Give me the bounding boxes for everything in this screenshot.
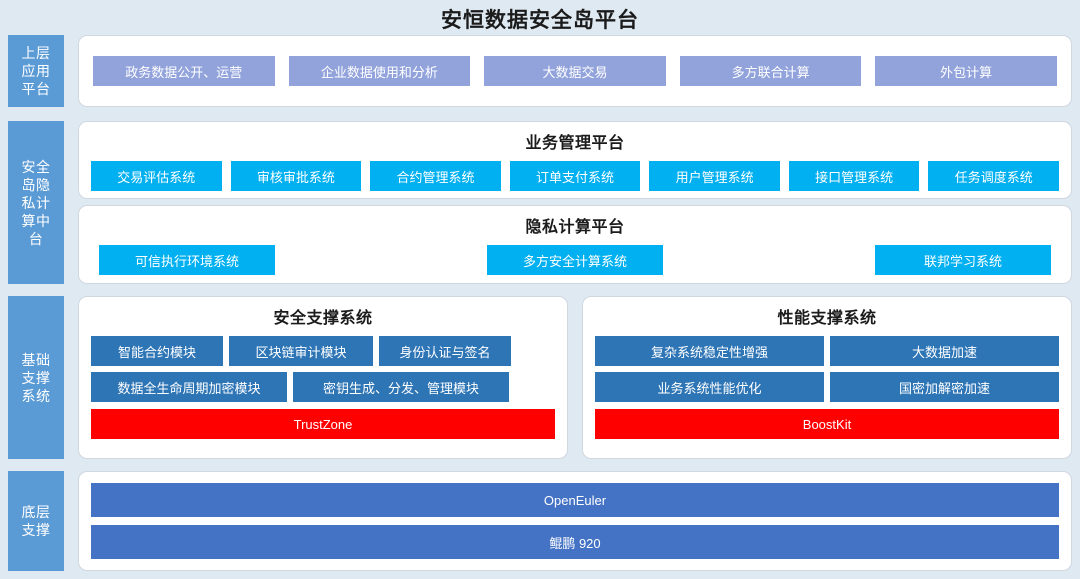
side-tab-bottom-line-2: 支撑	[21, 522, 51, 538]
layer-bottom-support: 底层 支撑 OpenEuler 鲲鹏 920	[8, 471, 1072, 571]
security-support-items: 智能合约模块 区块链审计模块 身份认证与签名 数据全生命周期加密模块 密钥生成、…	[91, 336, 555, 402]
bottom-item-kunpeng-920[interactable]: 鲲鹏 920	[91, 525, 1059, 559]
privacy-item-mpc[interactable]: 多方安全计算系统	[487, 245, 663, 275]
sec-item-smart-contract[interactable]: 智能合约模块	[91, 336, 223, 366]
app-item-multiparty-compute[interactable]: 多方联合计算	[679, 56, 862, 86]
privacy-item-federated-learning[interactable]: 联邦学习系统	[875, 245, 1051, 275]
perf-item-sm-crypto-acceleration[interactable]: 国密加解密加速	[830, 372, 1059, 402]
perf-item-bigdata-acceleration[interactable]: 大数据加速	[830, 336, 1059, 366]
biz-item-user-management[interactable]: 用户管理系统	[649, 161, 780, 191]
perf-item-system-stability[interactable]: 复杂系统稳定性增强	[595, 336, 824, 366]
bottom-item-openeuler[interactable]: OpenEuler	[91, 483, 1059, 517]
side-tab-application: 上层 应用 平台	[8, 35, 64, 107]
side-tab-middle-line-2: 岛隐	[21, 176, 51, 193]
privacy-computing-items: 可信执行环境系统 多方安全计算系统 联邦学习系统	[79, 245, 1071, 275]
biz-item-review-approval[interactable]: 审核审批系统	[230, 161, 362, 191]
side-tab-middle-platform: 安全 岛隐 私计 算中 台	[8, 121, 64, 284]
app-item-bigdata-trading[interactable]: 大数据交易	[484, 56, 666, 86]
side-tab-application-line-1: 上层	[21, 45, 51, 61]
sec-highlight-trustzone[interactable]: TrustZone	[91, 409, 555, 439]
performance-support-title: 性能支撑系统	[777, 310, 877, 327]
sec-item-lifecycle-encryption[interactable]: 数据全生命周期加密模块	[91, 372, 287, 402]
biz-item-task-scheduling[interactable]: 任务调度系统	[928, 161, 1060, 191]
side-tab-foundation: 基础 支撑 系统	[8, 296, 64, 459]
biz-item-trade-assessment[interactable]: 交易评估系统	[91, 161, 222, 191]
biz-item-order-payment[interactable]: 订单支付系统	[509, 161, 641, 191]
sec-item-identity-signature[interactable]: 身份认证与签名	[379, 336, 511, 366]
biz-item-contract-management[interactable]: 合约管理系统	[370, 161, 501, 191]
side-tab-middle-line-3: 私计	[21, 194, 51, 211]
app-item-government-data[interactable]: 政务数据公开、运营	[93, 56, 275, 86]
privacy-computing-title: 隐私计算平台	[525, 219, 625, 236]
biz-item-api-management[interactable]: 接口管理系统	[788, 161, 920, 191]
page-title: 安恒数据安全岛平台	[441, 9, 639, 32]
side-tab-application-line-2: 应用	[21, 63, 51, 79]
side-tab-foundation-line-3: 系统	[21, 387, 51, 404]
side-tab-foundation-line-2: 支撑	[21, 369, 51, 386]
layer-application: 上层 应用 平台 政务数据公开、运营 企业数据使用和分析 大数据交易 多方联合计…	[8, 35, 1072, 107]
application-items: 政务数据公开、运营 企业数据使用和分析 大数据交易 多方联合计算 外包计算	[93, 56, 1057, 86]
app-item-outsourced-compute[interactable]: 外包计算	[875, 56, 1057, 86]
side-tab-middle-line-1: 安全	[21, 158, 51, 175]
sec-item-blockchain-audit[interactable]: 区块链审计模块	[229, 336, 373, 366]
app-item-enterprise-data[interactable]: 企业数据使用和分析	[288, 56, 471, 86]
privacy-item-tee[interactable]: 可信执行环境系统	[99, 245, 275, 275]
layer-middle-platform: 安全 岛隐 私计 算中 台 业务管理平台 交易评估系统 审核审批系统 合约管理系…	[8, 121, 1072, 284]
perf-item-business-optimization[interactable]: 业务系统性能优化	[595, 372, 824, 402]
performance-support-items: 复杂系统稳定性增强 大数据加速 业务系统性能优化 国密加解密加速	[595, 336, 1059, 402]
perf-highlight-boostkit[interactable]: BoostKit	[595, 409, 1059, 439]
privacy-computing-panel: 隐私计算平台 可信执行环境系统 多方安全计算系统 联邦学习系统	[78, 205, 1072, 284]
bottom-support-panel: OpenEuler 鲲鹏 920	[78, 471, 1072, 571]
side-tab-middle-line-5: 台	[28, 230, 44, 247]
business-management-items: 交易评估系统 审核审批系统 合约管理系统 订单支付系统 用户管理系统 接口管理系…	[79, 161, 1071, 191]
side-tab-middle-line-4: 算中	[21, 212, 51, 229]
side-tab-bottom-support: 底层 支撑	[8, 471, 64, 571]
security-support-title: 安全支撑系统	[273, 310, 373, 327]
performance-support-panel: 性能支撑系统 复杂系统稳定性增强 大数据加速 业务系统性能优化 国密加解密加速 …	[582, 296, 1072, 459]
business-management-panel: 业务管理平台 交易评估系统 审核审批系统 合约管理系统 订单支付系统 用户管理系…	[78, 121, 1072, 199]
side-tab-bottom-line-1: 底层	[21, 504, 51, 520]
layer-foundation-support: 基础 支撑 系统 安全支撑系统 智能合约模块 区块链审计模块 身份认证与签名 数…	[8, 296, 1072, 459]
side-tab-application-line-3: 平台	[21, 81, 51, 97]
sec-item-key-management[interactable]: 密钥生成、分发、管理模块	[293, 372, 509, 402]
business-management-title: 业务管理平台	[525, 135, 625, 152]
application-panel: 政务数据公开、运营 企业数据使用和分析 大数据交易 多方联合计算 外包计算	[78, 35, 1072, 107]
security-support-panel: 安全支撑系统 智能合约模块 区块链审计模块 身份认证与签名 数据全生命周期加密模…	[78, 296, 568, 459]
side-tab-foundation-line-1: 基础	[21, 351, 51, 368]
